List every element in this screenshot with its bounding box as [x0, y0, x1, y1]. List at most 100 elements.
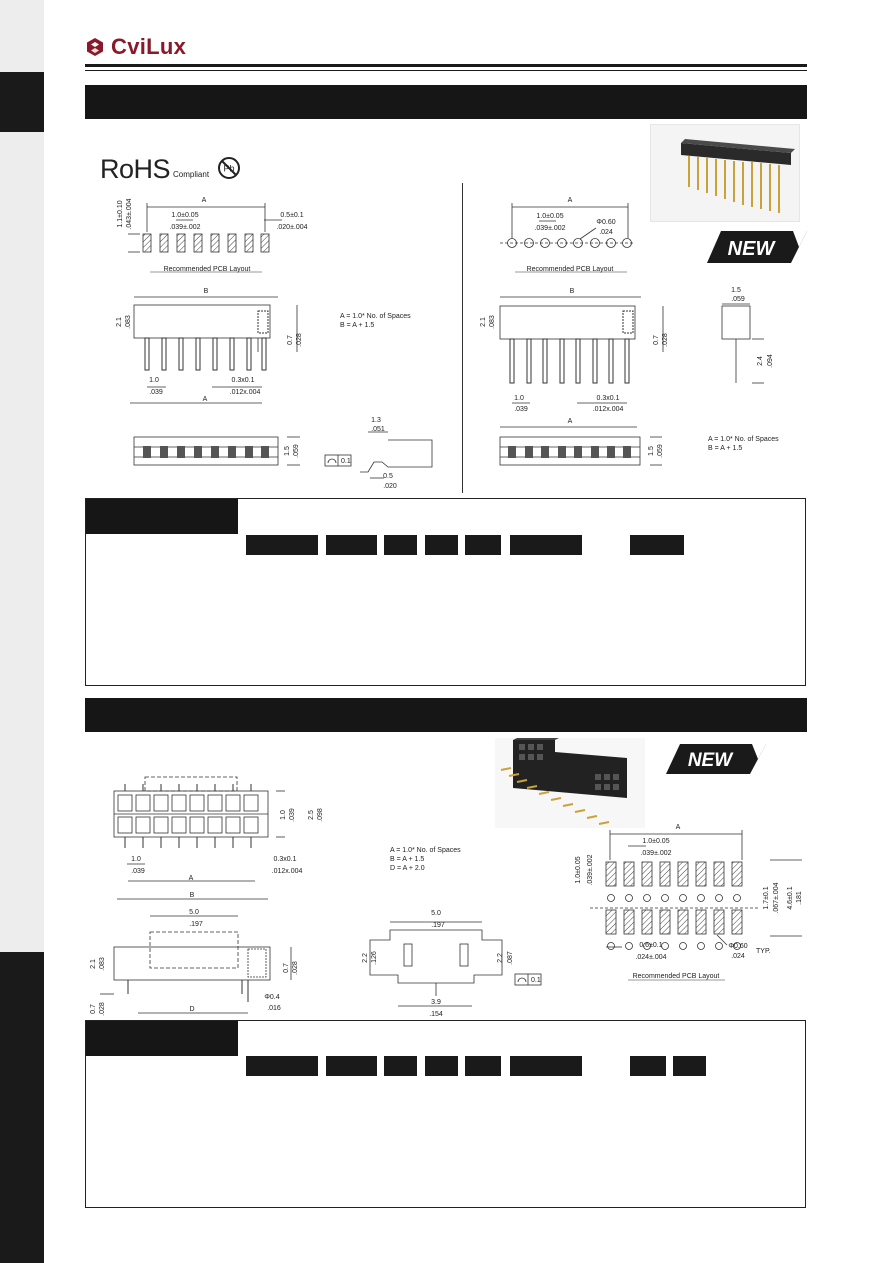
s2-formula-a: A = 1.0* No. of Spaces	[390, 847, 461, 854]
s1-pitch-bottom-in: .039	[149, 389, 163, 396]
side-index-tab-top	[0, 72, 44, 132]
s2-pcb-total-mm: 4.6±0.1	[787, 886, 794, 909]
s2-end-bottom-in: .154	[429, 1011, 443, 1018]
s2-end-flatness: 0.1	[531, 977, 541, 984]
s2-end-top-mm: 5.0	[431, 910, 441, 917]
code-field-1	[246, 535, 318, 555]
s1r-side-tail-in: .094	[767, 354, 774, 368]
s2-front-inner-mm: 5.0	[189, 909, 199, 916]
s2-front-peg-in: .016	[267, 1005, 281, 1012]
section-2-title-bar	[85, 698, 807, 732]
s1-pad-h-mm: 1.1±0.10	[117, 200, 124, 227]
s1-height-in: .083	[125, 315, 132, 329]
s2-pcb-row-mm: 1.7±0.1	[763, 886, 770, 909]
code-field-5	[465, 535, 501, 555]
s2-pcb-pitch-in: .039±.002	[640, 850, 671, 857]
s2-top-pin-in: .012x.004	[272, 868, 303, 875]
s1-pin-in: .012x.004	[230, 389, 261, 396]
code-field-2-6	[510, 1056, 582, 1076]
code-field-2-3	[384, 1056, 417, 1076]
s1r-pitch-in: .039±.002	[534, 225, 565, 232]
s1-tail-mm: 0.7	[287, 335, 294, 345]
ordering-panel-2	[85, 1020, 806, 1208]
s1r-hole-mm: Φ0.60	[596, 219, 615, 226]
header-rule-thick	[85, 64, 807, 67]
code-field-4	[425, 535, 458, 555]
s1-formula-a: A = 1.0* No. of Spaces	[340, 313, 411, 320]
s2-front-left-tail-mm: 0.7	[90, 1004, 97, 1014]
s1r-side-w-mm: 1.5	[731, 287, 741, 294]
s2-top-pitch-in: .039	[131, 868, 145, 875]
s2-end-left-mm: 2.2	[362, 953, 369, 963]
s1-pcb-caption: Recommended PCB Layout	[164, 266, 251, 273]
code-field-3	[384, 535, 417, 555]
s1r-tail-mm: 0.7	[653, 335, 660, 345]
header-connector-image	[681, 139, 795, 213]
s1r-pin-in: .012x.004	[593, 406, 624, 413]
brand-name: CviLux	[111, 34, 187, 59]
s1r-side-h-in: .059	[657, 444, 664, 458]
s1r-side-tail-mm: 2.4	[757, 356, 764, 366]
s1r-pitch-bottom-in: .039	[514, 406, 528, 413]
code-field-2	[326, 535, 377, 555]
s2-top-dim-a: A	[189, 875, 194, 882]
s2-top-height-mm: 1.0	[280, 810, 287, 820]
s2-pcb-pad-w-in: .024±.004	[635, 954, 666, 961]
s2-pcb-row-in: .067±.004	[773, 882, 780, 913]
s1-tail-in: .028	[296, 333, 303, 347]
s2-pcb-pad-h-in: .039±.002	[587, 854, 594, 885]
new-badge-1-label: NEW	[728, 238, 777, 260]
code-field-6	[510, 535, 582, 555]
s2-pcb-hole-note: TYP.	[756, 948, 771, 955]
section-1-divider	[462, 183, 463, 493]
s2-pcb-total-in: .181	[796, 891, 803, 905]
code-field-7	[630, 535, 684, 555]
s1r-tail-in: .028	[662, 333, 669, 347]
s1r-formula-a: A = 1.0* No. of Spaces	[708, 436, 779, 443]
s1r-pitch-mm: 1.0±0.05	[536, 213, 563, 220]
code-field-2-5	[465, 1056, 501, 1076]
side-index-bar	[0, 0, 44, 1263]
s1-formula-b: B = A + 1.5	[340, 322, 374, 329]
s2-end-right-mm: 2.2	[497, 953, 504, 963]
s1r-formula-b: B = A + 1.5	[708, 445, 742, 452]
product-photo-single-row	[650, 124, 800, 222]
rohs-sub-label: Compliant	[173, 170, 210, 179]
code-field-2-7	[630, 1056, 666, 1076]
s2-end-right-in: .087	[507, 951, 514, 965]
s2-front-dim-d: D	[189, 1006, 194, 1013]
s2-top-total-in: .098	[317, 808, 324, 822]
s1-dim-a: A	[202, 197, 207, 204]
s1r-height-mm: 2.1	[480, 317, 487, 327]
s1r-pcb-caption: Recommended PCB Layout	[527, 266, 614, 273]
code-field-2-1	[246, 1056, 318, 1076]
code-field-2-8	[673, 1056, 706, 1076]
s2-front-inner-in: .197	[189, 921, 203, 928]
product-photo-dual-row	[495, 738, 645, 828]
s1-pitch-bottom-mm: 1.0	[149, 377, 159, 384]
pb-free-icon: Pb	[218, 157, 241, 179]
s1-detail-top-mm: 1.3	[371, 417, 381, 424]
s1-pad-w-in: .020±.004	[276, 224, 307, 231]
s2-pcb-pad-h-mm: 1.0±0.05	[575, 856, 582, 883]
s1-side-h-mm: 1.5	[284, 446, 291, 456]
s1-dim-a-bottom: A	[203, 396, 208, 403]
s1r-pitch-bottom-mm: 1.0	[514, 395, 524, 402]
section-1-title-bar	[85, 85, 807, 119]
s1-pad-w-mm: 0.5±0.1	[280, 212, 303, 219]
s1r-height-in: .083	[489, 315, 496, 329]
s2-front-height-mm: 2.1	[90, 959, 97, 969]
s2-top-pin-mm: 0.3x0.1	[274, 856, 297, 863]
dual-row-connector-image	[500, 738, 627, 825]
s2-pcb-hole-mm: Φ0.60	[728, 943, 747, 950]
s2-pcb-pitch-mm: 1.0±0.05	[642, 838, 669, 845]
s2-end-bottom-mm: 3.9	[431, 999, 441, 1006]
s2-pcb-caption: Recommended PCB Layout	[633, 973, 720, 980]
s1r-dim-b: B	[570, 288, 575, 295]
s2-front-tail-mm: 0.7	[283, 963, 290, 973]
code-field-2-4	[425, 1056, 458, 1076]
s2-top-total-mm: 2.5	[308, 810, 315, 820]
s1-pitch-in: .039±.002	[169, 224, 200, 231]
s1-flatness: 0.1	[341, 458, 351, 465]
s2-formula-b: B = A + 1.5	[390, 856, 424, 863]
